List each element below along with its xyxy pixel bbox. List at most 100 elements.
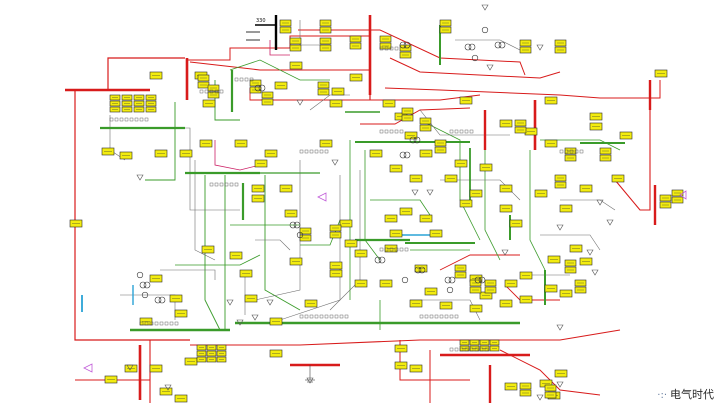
- red-line: [360, 107, 471, 125]
- green-line: [145, 102, 176, 181]
- transformer-icon: [258, 84, 266, 92]
- breaker-icon: [484, 347, 489, 352]
- transformer-icon: [414, 266, 422, 274]
- breaker-icon: [459, 129, 464, 134]
- busbars: [65, 15, 657, 403]
- transformer-icon: [399, 41, 407, 49]
- transformer-icon: [498, 41, 506, 49]
- breaker-icon: [479, 347, 484, 352]
- breaker-icon: [134, 117, 139, 122]
- load-arrow-icon: [331, 159, 339, 166]
- red-line: [107, 57, 185, 90]
- generator-icon: [401, 276, 409, 284]
- transformer-icon: [139, 281, 147, 289]
- breaker-icon: [449, 347, 454, 352]
- grey-line: [254, 160, 301, 301]
- load-arrow-icon: [586, 249, 594, 256]
- breaker-icon: [239, 77, 244, 82]
- purple-marker-icon: [317, 192, 327, 202]
- breaker-icon: [389, 247, 394, 252]
- green-line: [419, 119, 481, 241]
- breaker-icon: [474, 347, 479, 352]
- transformer-icon: [478, 276, 486, 284]
- load-arrow-icon: [126, 364, 134, 371]
- breaker-icon: [324, 149, 329, 154]
- load-arrow-icon: [536, 44, 544, 51]
- green-line: [364, 150, 381, 261]
- red-line: [74, 90, 190, 341]
- watermark: ·:·电气时代: [657, 386, 714, 402]
- generator-icon: [481, 26, 489, 34]
- breaker-icon: [379, 247, 384, 252]
- breaker-icon: [394, 247, 399, 252]
- generator-icon: [296, 231, 304, 239]
- breaker-icon: [459, 347, 464, 352]
- transformer-icon: [494, 41, 502, 49]
- red-line: [189, 61, 370, 71]
- generator-icon: [141, 291, 149, 299]
- breaker-icon: [314, 314, 319, 319]
- breaker-icon: [214, 182, 219, 187]
- breaker-icon: [154, 321, 159, 326]
- breaker-icon: [449, 129, 454, 134]
- breaker-icon: [209, 89, 214, 94]
- breaker-icon: [464, 347, 469, 352]
- breaker-icon: [339, 314, 344, 319]
- pink-line: [269, 40, 290, 56]
- grey-line: [120, 294, 176, 320]
- load-arrow-icon: [536, 394, 544, 401]
- breaker-icon: [144, 321, 149, 326]
- transformer-icon: [464, 43, 472, 51]
- breaker-icon: [404, 247, 409, 252]
- breaker-icon: [214, 89, 219, 94]
- transformer-icon: [374, 256, 382, 264]
- transformer-icon: [413, 136, 421, 144]
- load-arrow-icon: [296, 99, 304, 106]
- transformer-icon: [409, 136, 417, 144]
- symbols: [83, 4, 687, 401]
- breaker-icon: [444, 314, 449, 319]
- breaker-icon: [399, 247, 404, 252]
- breaker-icon: [219, 182, 224, 187]
- grey-line: [540, 234, 601, 251]
- grey-line: [279, 175, 341, 321]
- breaker-icon: [389, 129, 394, 134]
- pink-line: [214, 140, 261, 171]
- green-line: [529, 150, 546, 271]
- load-arrow-icon: [556, 381, 564, 388]
- transformer-icon: [154, 296, 162, 304]
- load-arrow-icon: [411, 189, 419, 196]
- load-arrow-icon: [556, 324, 564, 331]
- transformer-icon: [468, 43, 476, 51]
- breaker-icon: [314, 149, 319, 154]
- purple-marker-icon: [83, 363, 93, 373]
- breaker-icon: [399, 129, 404, 134]
- breaker-icon: [109, 117, 114, 122]
- breaker-icon: [309, 149, 314, 154]
- breaker-icon: [319, 149, 324, 154]
- breaker-icon: [559, 149, 564, 154]
- breaker-icon: [384, 247, 389, 252]
- breaker-icon: [234, 182, 239, 187]
- transformer-icon: [289, 221, 297, 229]
- red-line: [187, 35, 370, 61]
- breaker-icon: [224, 182, 229, 187]
- grey-line: [410, 299, 481, 321]
- green-line: [540, 139, 621, 151]
- load-arrow-icon: [481, 4, 489, 11]
- breaker-icon: [419, 314, 424, 319]
- grey-line: [255, 239, 291, 251]
- breaker-icon: [169, 321, 174, 326]
- breaker-icon: [139, 321, 144, 326]
- breaker-icon: [299, 314, 304, 319]
- load-arrow-icon: [591, 269, 599, 276]
- transformer-icon: [143, 281, 151, 289]
- breaker-icon: [394, 46, 399, 51]
- load-arrow-icon: [486, 64, 494, 71]
- breaker-icon: [204, 89, 209, 94]
- transformer-icon: [448, 276, 456, 284]
- red-line: [384, 80, 661, 99]
- breaker-icon: [454, 347, 459, 352]
- breaker-icon: [249, 77, 254, 82]
- transformer-icon: [444, 276, 452, 284]
